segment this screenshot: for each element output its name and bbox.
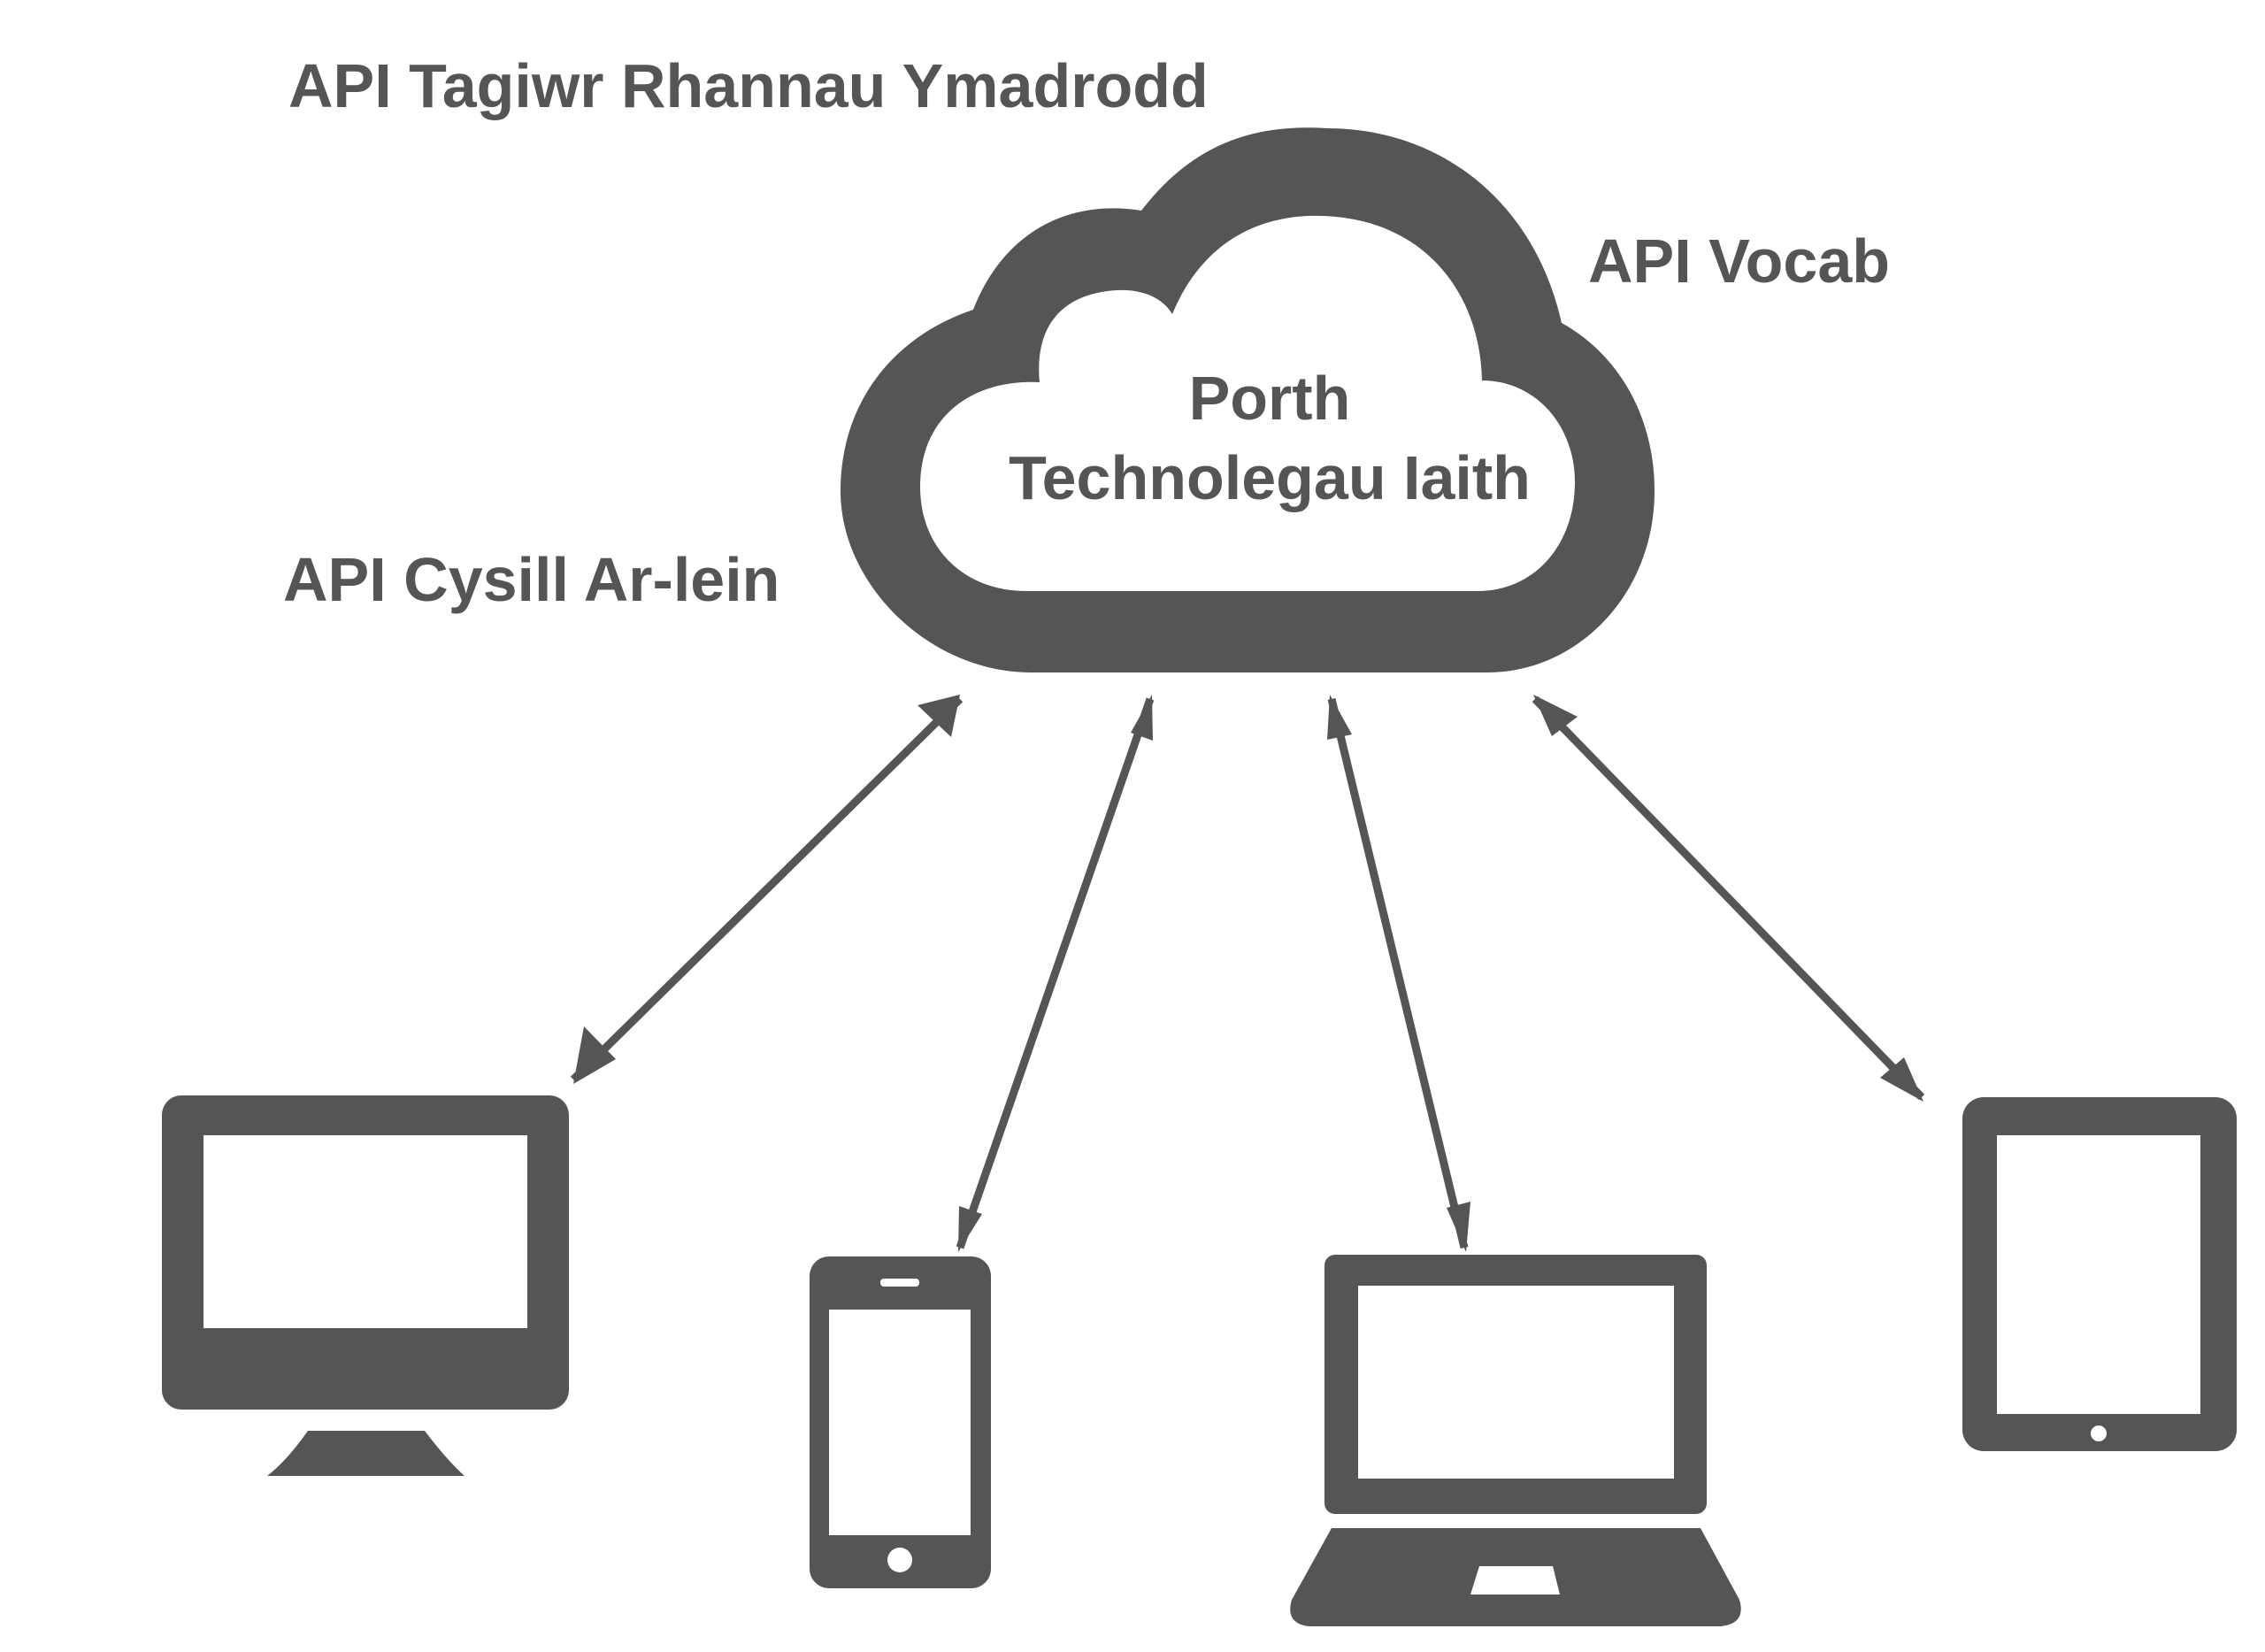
tablet-screen [1997, 1135, 2200, 1414]
smartphone-icon [810, 1256, 991, 1588]
cloud-inner [920, 215, 1575, 591]
laptop-icon [1290, 1255, 1741, 1626]
arrowhead-tablet-bottom [1880, 1057, 1923, 1102]
arrowhead-tablet-top [1533, 695, 1578, 736]
laptop-screen [1358, 1286, 1674, 1479]
arrowhead-phone-top [1131, 695, 1153, 741]
api-label-cysill: API Cysill Ar-lein [283, 545, 780, 614]
desktop-monitor-icon [162, 1095, 569, 1476]
connection-arrows [570, 695, 1925, 1252]
cloud-title-line1: Porth [1188, 364, 1351, 433]
desktop-screen [203, 1135, 527, 1328]
cloud-title: Porth Technolegau Iaith [894, 358, 1646, 518]
phone-speaker [880, 1279, 919, 1287]
api-label-vocab: API Vocab [1588, 227, 1891, 296]
arrowhead-desktop-bottom [573, 1026, 616, 1084]
arrowhead-phone-bottom [958, 1206, 982, 1252]
arrowhead-laptop-bottom [1447, 1202, 1470, 1252]
arrowhead-laptop-top [1327, 695, 1352, 740]
arrow-cloud-desktop [570, 695, 964, 1083]
desktop-stand [267, 1431, 465, 1476]
tablet-icon [1962, 1097, 2237, 1451]
phone-screen [829, 1310, 971, 1535]
arrow-cloud-smartphone [956, 697, 1155, 1249]
arrowhead-desktop-top [918, 695, 960, 737]
laptop-trackpad [1470, 1566, 1560, 1594]
arrow-cloud-laptop [1327, 697, 1469, 1249]
api-label-tagiwr: API Tagiwr Rhannau Ymadrodd [288, 51, 1209, 120]
cloud-title-line2: Technolegau Iaith [1009, 443, 1531, 512]
phone-home-button [887, 1548, 912, 1572]
cloud-icon [841, 127, 1655, 672]
tablet-home-button [2091, 1425, 2107, 1441]
arrow-cloud-tablet [1532, 695, 1925, 1101]
